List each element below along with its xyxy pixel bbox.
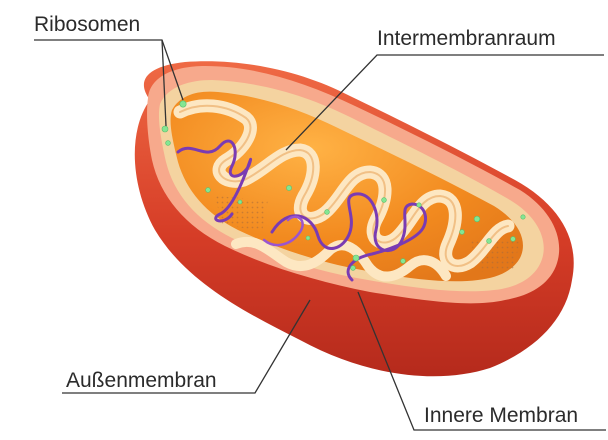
label-outer-membrane: Außenmembran (66, 370, 217, 391)
label-inner-membrane: Innere Membran (424, 405, 578, 426)
label-ribosomes: Ribosomen (34, 14, 140, 35)
label-intermembrane-space: Intermembranraum (377, 28, 556, 49)
